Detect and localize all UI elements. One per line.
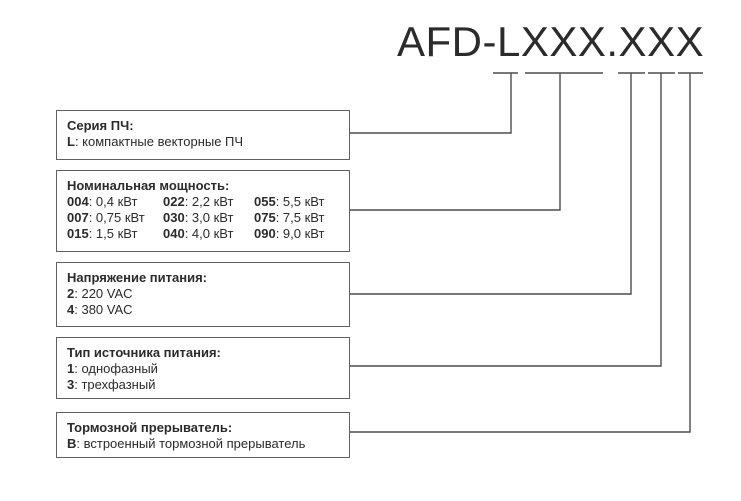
brake-code: B (67, 436, 77, 451)
series-code: L (67, 134, 75, 149)
phase-code: 3 (67, 377, 75, 392)
brake-box: Тормозной прерыватель: B: встроенный тор… (56, 412, 350, 458)
power-code: 040 (163, 226, 185, 241)
phase-heading: Тип источника питания: (67, 345, 221, 360)
power-desc: : 5,5 кВт (275, 194, 325, 209)
power-code: 004 (67, 194, 89, 209)
brake-desc: : встроенный тормозной прерыватель (76, 436, 306, 451)
series-box: Серия ПЧ: L: компактные векторные ПЧ (56, 110, 350, 160)
power-desc: : 4,0 кВт (184, 226, 234, 241)
power-box: Номинальная мощность: 004: 0,4 кВт 022: … (56, 170, 350, 252)
power-entry: 007: 0,75 кВт (67, 210, 163, 226)
power-desc: : 3,0 кВт (184, 210, 234, 225)
phase-entry: 1: однофазный (67, 361, 339, 377)
series-heading: Серия ПЧ: (67, 118, 134, 133)
power-entry: 090: 9,0 кВт (254, 226, 339, 242)
power-grid: 004: 0,4 кВт 022: 2,2 кВт 055: 5,5 кВт 0… (67, 194, 339, 242)
voltage-desc: : 220 VAC (74, 286, 133, 301)
power-entry: 030: 3,0 кВт (163, 210, 254, 226)
voltage-heading: Напряжение питания: (67, 270, 207, 285)
voltage-entry: 4: 380 VAC (67, 302, 339, 318)
brake-heading: Тормозной прерыватель: (67, 420, 233, 435)
voltage-entry: 2: 220 VAC (67, 286, 339, 302)
voltage-code: 4 (67, 302, 75, 317)
series-entry: L: компактные векторные ПЧ (67, 134, 339, 150)
phase-entry: 3: трехфазный (67, 377, 339, 393)
power-entry: 055: 5,5 кВт (254, 194, 339, 210)
phase-box: Тип источника питания: 1: однофазный 3: … (56, 337, 350, 399)
power-entry: 015: 1,5 кВт (67, 226, 163, 242)
model-code-title: AFD-LXXX.XXX (397, 18, 705, 65)
brake-entry: B: встроенный тормозной прерыватель (67, 436, 339, 452)
power-desc: : 1,5 кВт (88, 226, 138, 241)
phase-desc: : однофазный (74, 361, 158, 376)
voltage-code: 2 (67, 286, 75, 301)
power-code: 090 (254, 226, 276, 241)
power-code: 022 (163, 194, 185, 209)
power-desc: : 0,4 кВт (88, 194, 138, 209)
connector-phase (350, 73, 662, 367)
power-code: 055 (254, 194, 276, 209)
power-code: 030 (163, 210, 185, 225)
connector-power (350, 73, 561, 211)
power-desc: : 2,2 кВт (184, 194, 234, 209)
series-desc: : компактные векторные ПЧ (74, 134, 244, 149)
power-heading: Номинальная мощность: (67, 178, 230, 193)
voltage-box: Напряжение питания: 2: 220 VAC 4: 380 VA… (56, 262, 350, 327)
connector-brake (350, 73, 691, 433)
power-entry: 040: 4,0 кВт (163, 226, 254, 242)
power-desc: : 9,0 кВт (275, 226, 325, 241)
power-code: 015 (67, 226, 89, 241)
voltage-desc: : 380 VAC (74, 302, 133, 317)
power-desc: : 7,5 кВт (275, 210, 325, 225)
power-entry: 004: 0,4 кВт (67, 194, 163, 210)
phase-desc: : трехфазный (74, 377, 156, 392)
connector-voltage (350, 73, 632, 295)
power-code: 007 (67, 210, 89, 225)
power-code: 075 (254, 210, 276, 225)
power-entry: 075: 7,5 кВт (254, 210, 339, 226)
power-entry: 022: 2,2 кВт (163, 194, 254, 210)
power-desc: : 0,75 кВт (88, 210, 145, 225)
connector-series (350, 73, 512, 134)
phase-code: 1 (67, 361, 75, 376)
